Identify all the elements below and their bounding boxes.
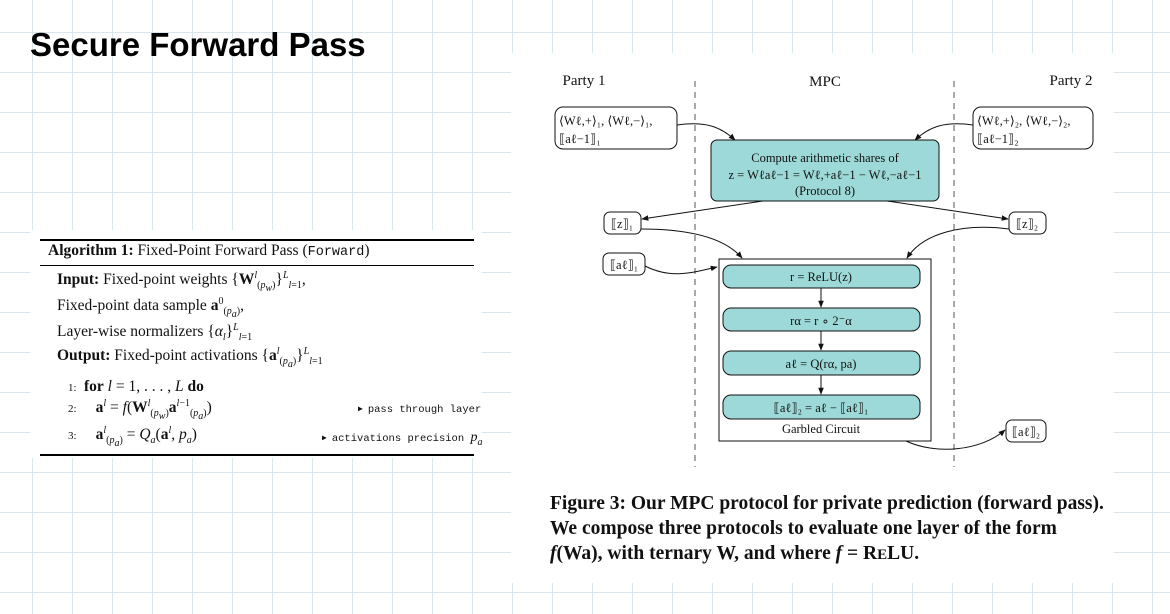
a-share-party1-box: [602, 252, 646, 276]
arrow-z1-to-gc: [640, 228, 743, 259]
comment-triangle-icon: ▶: [358, 405, 363, 414]
arrow-gc-to-a2: [905, 429, 1006, 450]
algorithm-title: Algorithm 1: Fixed-Point Forward Pass (F…: [48, 242, 370, 260]
arithmetic-box-line1: Compute arithmetic shares of: [751, 151, 899, 165]
party1-input-line1: ⟨Wℓ,+⟩₁, ⟨Wℓ,−⟩₁,: [559, 114, 653, 128]
protocol-diagram: Party 1 MPC Party 2 ⟨Wℓ,+⟩₁, ⟨Wℓ,−⟩₁, ⟦a…: [554, 73, 1094, 467]
algorithm-normalizers: Layer-wise normalizers {αl}Ll=1: [57, 321, 253, 344]
z-share-party2: ⟦z⟧₂: [1016, 217, 1038, 231]
algorithm-panel: Algorithm 1: Fixed-Point Forward Pass (F…: [30, 230, 482, 458]
figure-panel: Party 1 MPC Party 2 ⟨Wℓ,+⟩₁, ⟨Wℓ,−⟩₁, ⟦a…: [511, 53, 1114, 583]
arrow-party1-to-arith: [676, 123, 736, 141]
algorithm-data-sample: Fixed-point data sample a0(pa),: [57, 295, 244, 321]
arrow-a1-to-gc: [644, 265, 718, 275]
comment-text: pass through layer: [367, 404, 482, 416]
arrow-arith-to-z2: [886, 200, 1009, 221]
algorithm-comment-3: ▶activations precision pa: [322, 430, 483, 448]
slide-title: Secure Forward Pass: [30, 26, 366, 63]
z-share-party1: ⟦z⟧₁: [611, 217, 633, 231]
a-share-party2-box: [1005, 419, 1047, 443]
algorithm-step-3: 3: al(pa) = Qa(al, pa): [68, 424, 197, 450]
z-share-party2-box: [1008, 211, 1047, 235]
comment-triangle-icon: ▶: [322, 434, 327, 443]
a-share-party2: ⟦aℓ⟧₂: [1012, 425, 1040, 439]
column-header-party1: Party 1: [563, 73, 606, 89]
gc-step-share: ⟦aℓ⟧₂ = aℓ − ⟦aℓ⟧₁: [774, 401, 869, 415]
algorithm-top-rule: [40, 239, 474, 241]
algorithm-bottom-rule: [40, 454, 474, 456]
column-header-mpc: MPC: [809, 74, 841, 90]
z-share-party1-box: [603, 211, 642, 235]
step-number: 2:: [68, 403, 77, 415]
figure-caption: Figure 3: Our MPC protocol for private p…: [550, 493, 1104, 564]
column-header-party2: Party 2: [1050, 73, 1093, 89]
gc-step-relu: r = ReLU(z): [790, 270, 852, 284]
arithmetic-shares-box: [710, 139, 940, 202]
algorithm-input: Input: Fixed-point weights {Wl(pw)}Ll=1,: [57, 269, 306, 295]
algorithm-comment-2: ▶ pass through layer: [358, 404, 481, 416]
gc-step-scale: rα = r ∘ 2⁻α: [790, 314, 852, 328]
arrow-party2-to-arith: [914, 123, 974, 141]
algorithm-output: Output: Fixed-point activations {al(pa)}…: [57, 345, 323, 371]
a-share-party1: ⟦aℓ⟧₁: [610, 258, 638, 272]
algorithm-step-2: 2: al = f(Wl(pw)al−1(pa)): [68, 397, 212, 423]
party2-input-line2: ⟦aℓ−1⟧₂: [977, 132, 1019, 146]
algorithm-step-1: 1:for l = 1, . . . , L do: [68, 378, 204, 395]
gc-label: Garbled Circuit: [782, 422, 861, 436]
step-number: 3:: [68, 430, 77, 442]
party1-input-line2: ⟦aℓ−1⟧₁: [559, 132, 601, 146]
party2-input-line1: ⟨Wℓ,+⟩₂, ⟨Wℓ,−⟩₂,: [977, 114, 1071, 128]
algorithm-title-rule: [40, 265, 474, 266]
arithmetic-box-line3: (Protocol 8): [795, 184, 855, 198]
arithmetic-box-line2: z = Wℓaℓ−1 = Wℓ,+aℓ−1 − Wℓ,−aℓ−1: [729, 168, 922, 182]
gc-step-quantize: aℓ = Q(rα, pa): [786, 357, 857, 371]
arrow-z2-to-gc: [906, 226, 1010, 259]
party1-input-box: [554, 106, 678, 150]
party2-input-box: [972, 106, 1094, 150]
arrow-arith-to-z1: [641, 200, 764, 221]
gc-step-share-box: [722, 394, 921, 420]
step-number: 1:: [68, 382, 77, 394]
